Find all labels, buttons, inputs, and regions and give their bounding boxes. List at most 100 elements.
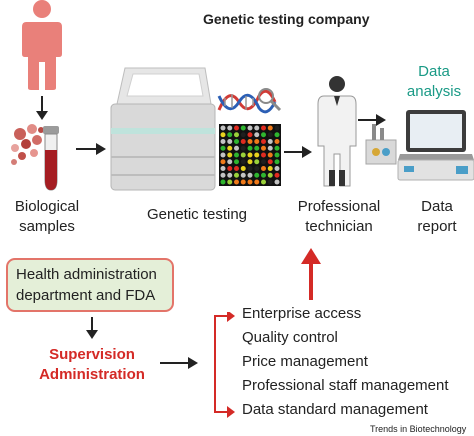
biological-samples-line-2: samples — [19, 218, 75, 235]
array-spot — [267, 152, 273, 158]
journal-brand: Trends in Biotechnology — [370, 424, 467, 434]
array-spot — [267, 166, 273, 171]
array-spot — [254, 179, 260, 185]
array-spot — [247, 145, 253, 151]
array-spot — [220, 166, 226, 171]
array-spot — [267, 125, 273, 131]
array-spot — [240, 145, 246, 151]
array-spot — [274, 159, 280, 165]
array-spot — [240, 125, 246, 131]
arrow-right-icon — [160, 357, 198, 369]
blood-sample-icon — [11, 124, 59, 191]
array-spot — [274, 152, 280, 158]
health-box-line-2: department and FDA — [16, 287, 156, 304]
array-spot — [227, 139, 233, 144]
array-spot — [247, 172, 253, 178]
array-spot — [261, 166, 266, 171]
array-spot — [220, 159, 226, 165]
technician-icon — [317, 76, 357, 187]
professional-technician-line-2: technician — [305, 218, 373, 235]
list-item-price-management: Price management — [242, 353, 368, 370]
array-spot — [240, 166, 246, 171]
professional-technician-line-1: Professional — [297, 198, 381, 215]
array-spot — [247, 125, 253, 131]
array-spot — [240, 132, 246, 138]
array-spot — [247, 139, 253, 144]
health-administration-box: Health administration department and FDA — [6, 258, 174, 312]
list-item-enterprise-access: Enterprise access — [242, 305, 362, 322]
array-spot — [227, 132, 233, 138]
array-spot — [274, 132, 280, 138]
array-spot — [267, 172, 273, 178]
array-spot — [274, 172, 280, 178]
array-spot — [274, 179, 280, 185]
array-spot — [220, 152, 226, 158]
arrow-right-icon — [284, 146, 312, 158]
array-spot — [261, 179, 266, 185]
health-box-line-1: Health administration — [16, 266, 157, 283]
array-spot — [254, 172, 260, 178]
array-spot — [227, 172, 233, 178]
data-analysis-line-1: Data — [418, 63, 450, 80]
arrow-right-icon — [358, 114, 386, 126]
biological-samples-line-1: Biological — [14, 198, 80, 215]
array-spot — [227, 125, 233, 131]
supervision-administration-label: Supervision Administration — [28, 345, 156, 385]
array-spot — [254, 166, 260, 171]
array-spot — [234, 166, 239, 171]
supervision-line-1: Supervision — [49, 346, 135, 363]
data-analysis-label: Data analysis — [396, 62, 472, 102]
data-analysis-line-2: analysis — [406, 83, 462, 100]
microarray-icon — [219, 124, 281, 186]
data-report-line-1: Data — [421, 198, 453, 215]
bracket — [214, 312, 235, 418]
array-spot — [227, 145, 233, 151]
array-spot — [254, 152, 260, 158]
list-item-data-standard-management: Data standard management — [242, 401, 428, 418]
array-spot — [254, 125, 260, 131]
array-spot — [240, 172, 246, 178]
data-report-label: Data report — [404, 197, 470, 237]
arrow-down-icon — [36, 96, 48, 120]
array-spot — [234, 172, 239, 178]
array-spot — [261, 145, 266, 151]
array-spot — [261, 125, 266, 131]
laptop-instrument-icon — [365, 110, 474, 181]
array-spot — [234, 159, 239, 165]
data-report-line-2: report — [417, 218, 457, 235]
array-spot — [274, 139, 280, 144]
array-spot — [254, 139, 260, 144]
array-spot — [267, 145, 273, 151]
list-item-quality-control: Quality control — [242, 329, 338, 346]
array-spot — [227, 179, 233, 185]
array-spot — [234, 145, 239, 151]
array-spot — [247, 179, 253, 185]
array-spot — [274, 125, 280, 131]
array-spot — [227, 166, 233, 171]
arrow-down-icon — [86, 317, 98, 339]
array-spot — [240, 159, 246, 165]
supervision-line-2: Administration — [39, 366, 145, 383]
person-icon — [22, 0, 62, 90]
array-spot — [220, 145, 226, 151]
diagram-title: Genetic testing company — [203, 11, 370, 27]
array-spot — [274, 145, 280, 151]
array-spot — [240, 139, 246, 144]
professional-technician-label: Professional technician — [287, 197, 391, 237]
array-spot — [227, 152, 233, 158]
array-spot — [274, 166, 280, 171]
array-spot — [220, 139, 226, 144]
arrow-right-icon — [76, 143, 106, 155]
dna-helix-icon — [217, 88, 282, 114]
array-spot — [220, 132, 226, 138]
array-spot — [254, 132, 260, 138]
array-spot — [261, 139, 266, 144]
array-spot — [220, 172, 226, 178]
array-spot — [261, 152, 266, 158]
array-spot — [247, 152, 253, 158]
array-spot — [220, 179, 226, 185]
supervision-items-list: Enterprise access Quality control Price … — [242, 302, 474, 422]
array-spot — [247, 166, 253, 171]
sequencer-machine-icon — [110, 67, 216, 191]
array-spot — [234, 152, 239, 158]
